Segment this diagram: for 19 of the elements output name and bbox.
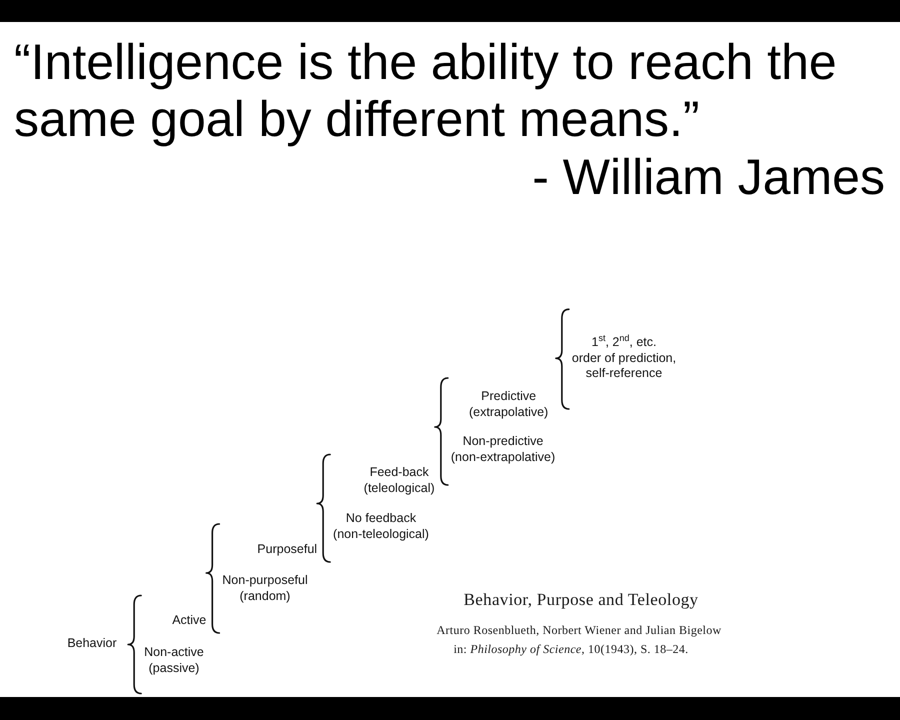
quote-text: “Intelligence is the ability to reach the same goal by different means.” [14, 34, 838, 148]
category-label: Non-active (passive) [144, 645, 204, 676]
category-label: 1$^{st}$, 2$^{nd}$, etc. order of prediction, self-reference [572, 335, 676, 382]
category-label: Non-predictive (non-extrapolative) [450, 434, 556, 465]
category-label: No feedback (non-teleological) [333, 511, 429, 542]
curly-brace [555, 308, 570, 410]
category-label: Active [172, 613, 206, 628]
curly-brace [434, 377, 449, 486]
category-label: Purposeful [257, 542, 318, 558]
category-label: Non-purposeful (random) [222, 573, 308, 604]
category-label: Feed-back (teleological) [364, 465, 435, 496]
quote-attribution: - William James [532, 149, 885, 206]
curly-brace [316, 454, 331, 563]
citation-text: in: Philosophy of Science, 10(1943), S. 18–24. [454, 642, 688, 657]
curly-brace [206, 523, 220, 634]
category-label: Predictive (extrapolative) [469, 389, 548, 420]
category-label: Behavior [67, 636, 126, 652]
author-list: Arturo Rosenblueth, Norbert Wiener and Julian Bigelow [436, 623, 722, 638]
paper-title: Behavior, Purpose and Teleology [464, 589, 698, 610]
